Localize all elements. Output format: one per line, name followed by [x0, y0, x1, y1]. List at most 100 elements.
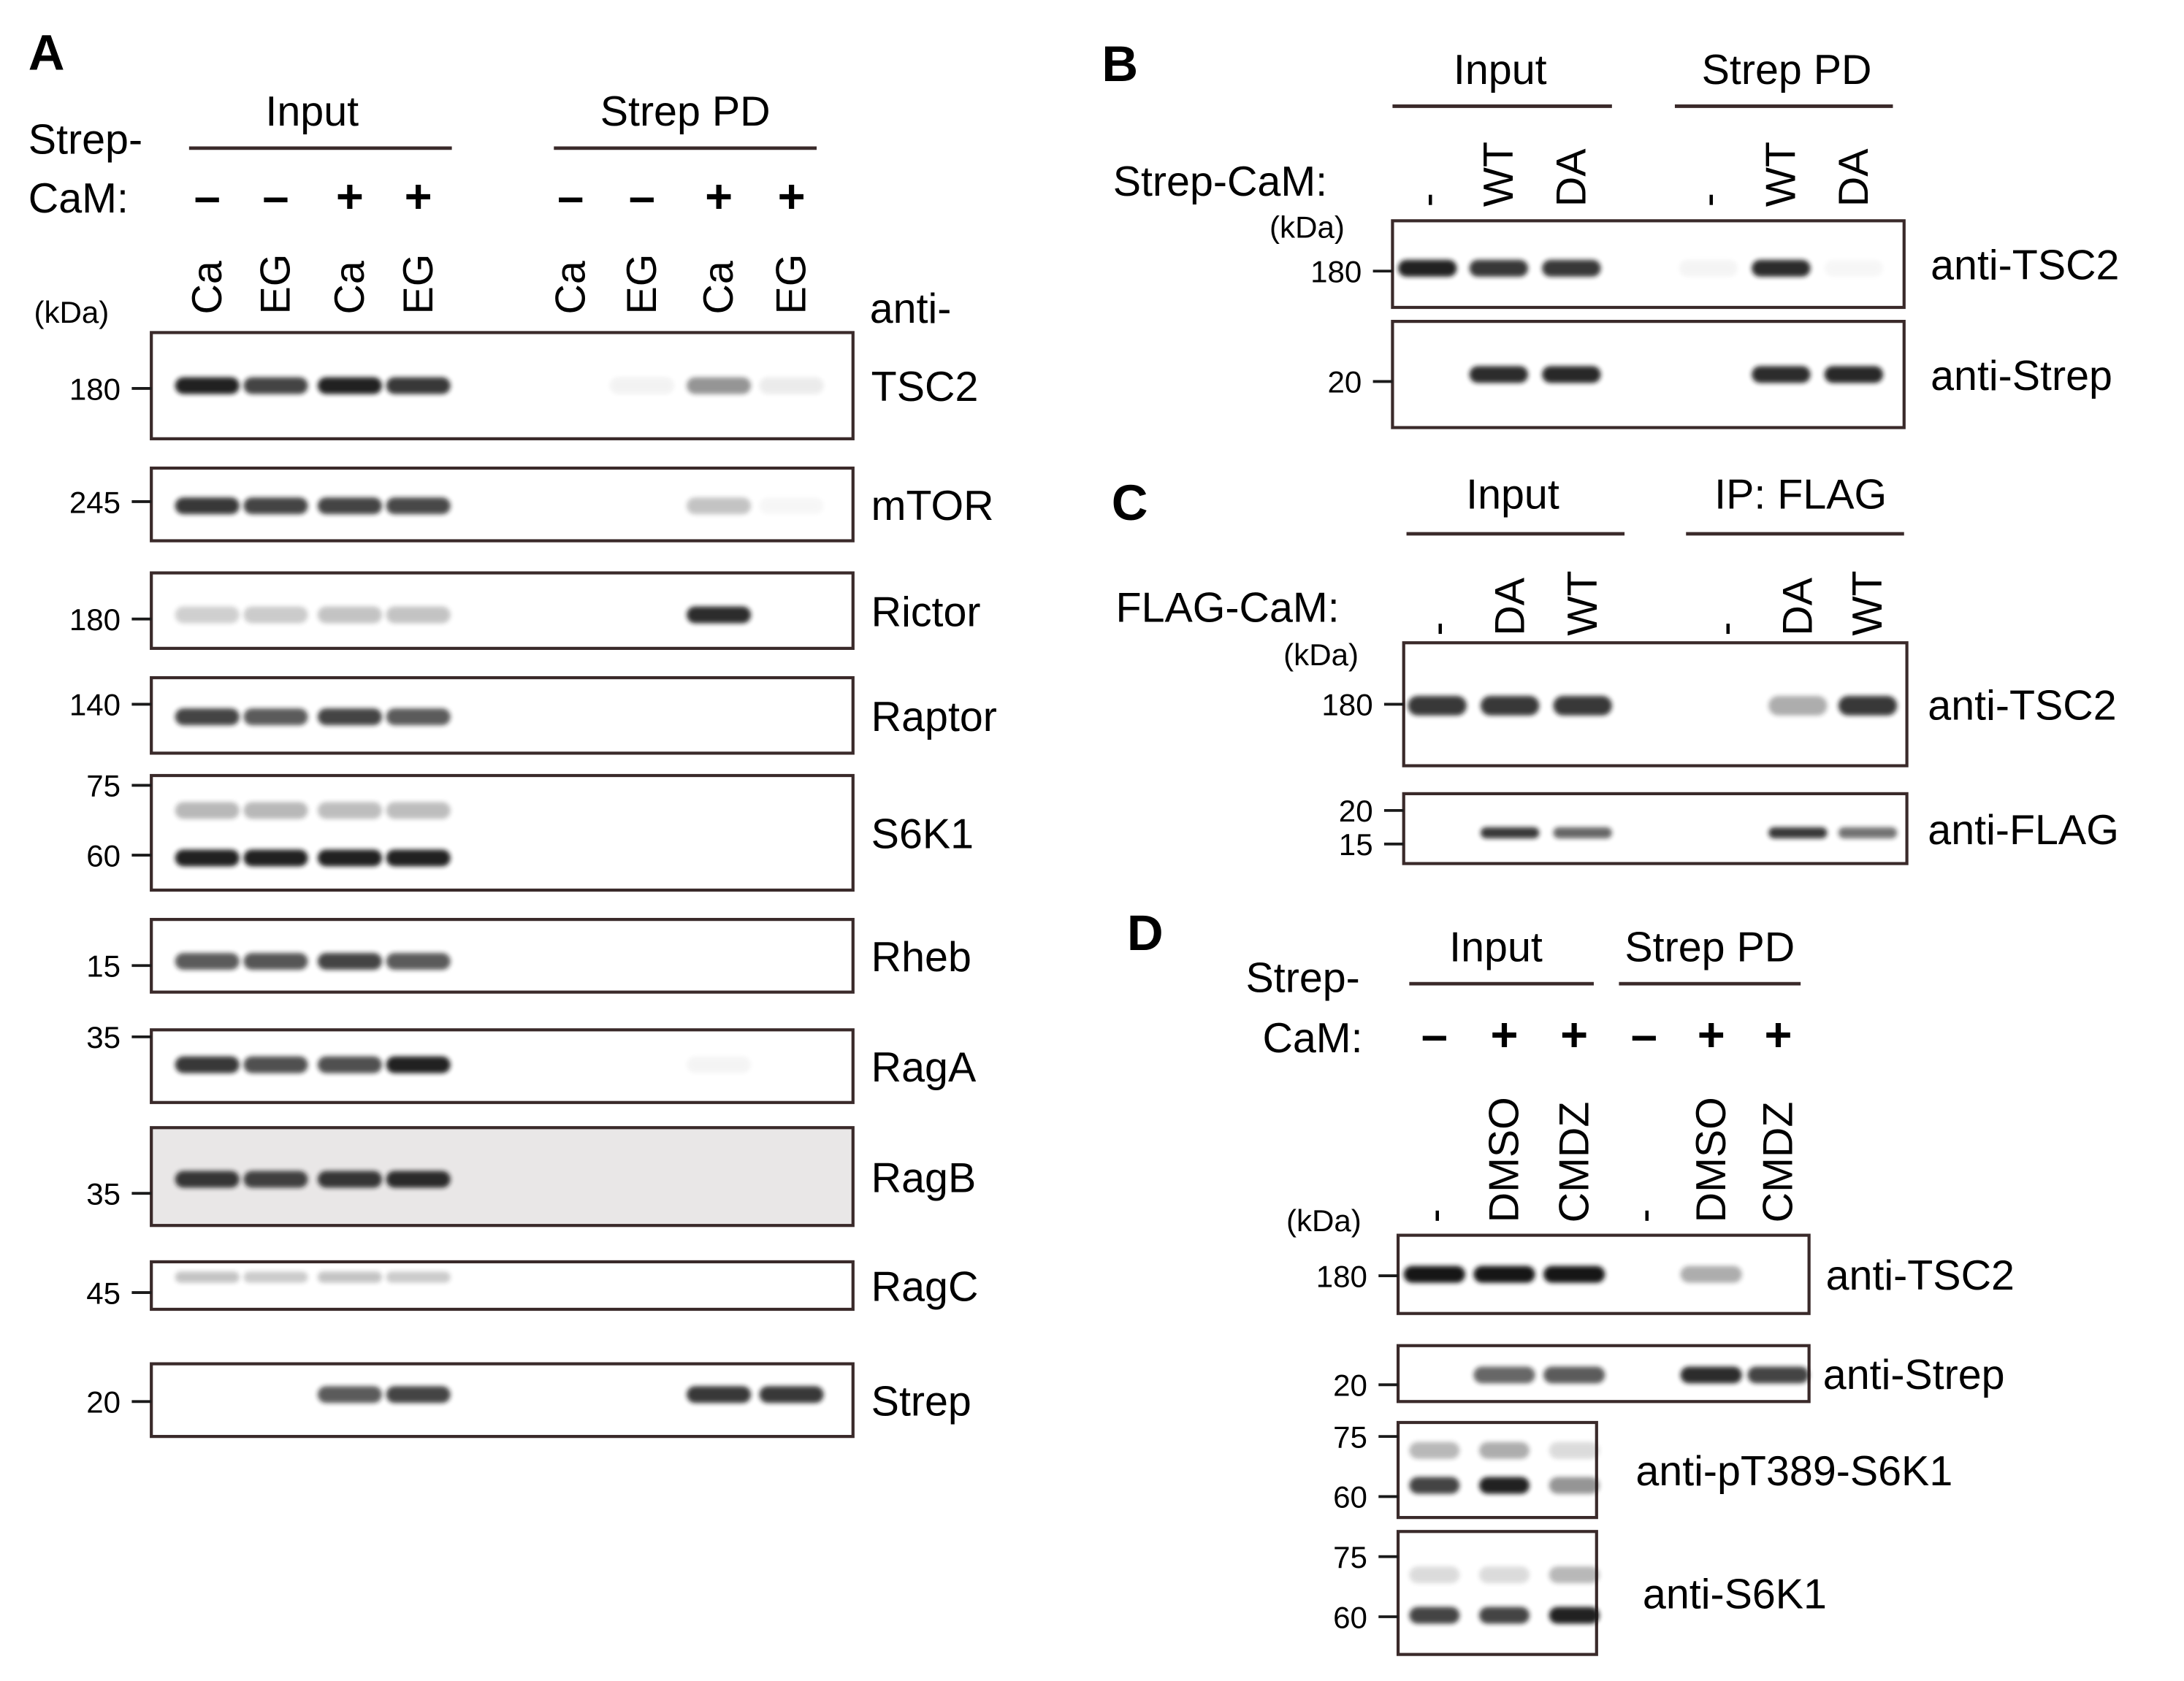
panel-a-signs: ––++––++ [194, 169, 806, 223]
blot-c-anti-tsc2-band [1408, 695, 1467, 716]
blot-a-strep-band [317, 1386, 382, 1404]
panel-b-group-strep-pd: Strep PD [1702, 47, 1872, 93]
blot-a-raptor-band [386, 708, 451, 726]
panel-c-row-label: FLAG-CaM: [1116, 585, 1340, 632]
blot-a-raga-marker-label: 35 [86, 1020, 121, 1054]
blot-a-mtor-label: mTOR [871, 483, 994, 529]
panel-d-sign-2: + [1490, 1008, 1518, 1061]
blot-a-s6k1-band [386, 802, 451, 819]
blot-d-anti-strep-band [1473, 1366, 1535, 1384]
blot-d-anti-tsc2-band [1403, 1265, 1465, 1283]
panel-a-sign-2: – [262, 169, 289, 223]
blot-a-rheb-band [175, 953, 240, 970]
panel-a-row-label-strep: Strep- [28, 116, 142, 163]
panel-b-lane-2: WT [1475, 142, 1522, 207]
blot-b-anti-strep-band [1824, 366, 1884, 383]
panel-a-kda-label: (kDa) [34, 295, 109, 329]
panel-b-row-label: Strep-CaM: [1113, 158, 1327, 205]
blot-c-anti-flag-frame [1402, 792, 1909, 865]
panel-a-sign-8: + [778, 169, 806, 223]
panel-c-lane-1: - [1414, 622, 1461, 636]
panel-d-lane-2: DMSO [1481, 1097, 1528, 1222]
blot-b-anti-tsc2-band [1542, 259, 1601, 277]
panel-d-signs: –++–++ [1421, 1008, 1792, 1061]
blot-a-rheb-band [243, 953, 308, 970]
blot-a-strep-band [687, 1386, 752, 1404]
blot-d-anti-tsc2-band [1543, 1265, 1605, 1283]
blot-c-anti-flag-band [1838, 827, 1898, 839]
blot-a-raptor-band [317, 708, 382, 726]
blot-c-anti-flag-marker-label: 15 [1339, 827, 1373, 862]
blot-a-ragb-marker-label: 35 [86, 1176, 121, 1211]
blot-a-tsc2-band [317, 377, 382, 394]
panel-d-row-label-cam: CaM: [1262, 1015, 1362, 1062]
blot-a-raptor-band [175, 708, 240, 726]
blot-c-anti-flag-marker-label: 20 [1339, 794, 1373, 828]
blot-a-s6k1-band [317, 849, 382, 867]
panel-b-kda-label: (kDa) [1269, 210, 1345, 244]
blot-a-rheb-band [317, 953, 382, 970]
panel-a-sign-1: – [194, 169, 221, 223]
panel-d-lane-3: CMDZ [1551, 1102, 1597, 1223]
blot-a-raga-band [317, 1056, 382, 1073]
blot-c-anti-tsc2-band [1768, 695, 1828, 716]
blot-a-strep-label: Strep [871, 1378, 971, 1425]
blot-a-s6k1-band [386, 849, 451, 867]
blot-a-ragc-frame [150, 1260, 855, 1312]
blot-b-anti-tsc2-band [1752, 259, 1811, 277]
blot-a-rheb-label: Rheb [871, 934, 971, 981]
blot-a-rictor-band [317, 606, 382, 624]
blot-c-anti-tsc2-band [1838, 695, 1898, 716]
blot-c-anti-tsc2-marker-label: 180 [1321, 688, 1372, 722]
blot-b-anti-tsc2-band [1469, 259, 1529, 277]
panel-c-label: C [1112, 475, 1148, 531]
blot-d-anti-tsc2-band [1473, 1265, 1535, 1283]
blot-a-tsc2-band [609, 377, 674, 394]
panel-a-lane-1: Ca [184, 261, 231, 314]
panel-b-lane-4: - [1685, 193, 1732, 207]
panel-d-row-label-strep: Strep- [1245, 955, 1359, 1002]
blot-a-rictor-label: Rictor [871, 589, 981, 635]
blot-a-ragb-band [243, 1171, 308, 1188]
panel-a-lane-5: Ca [547, 261, 594, 314]
blot-a-rictor: 180 Rictor [69, 571, 981, 650]
blot-b-anti-strep-band [1542, 366, 1601, 383]
blot-a-raptor-marker-label: 140 [69, 688, 121, 722]
blot-d-anti-tsc2-band [1680, 1265, 1742, 1283]
blot-d-anti-s6k1-marker-label: 75 [1333, 1540, 1367, 1574]
panel-c-kda-label: (kDa) [1283, 637, 1359, 672]
blot-d-anti-pt389-s6k1-band [1479, 1477, 1530, 1494]
blot-d-anti-s6k1-band [1409, 1607, 1460, 1624]
panel-d-lane-6: CMDZ [1755, 1102, 1802, 1223]
blot-d-anti-strep-marker-label: 20 [1333, 1368, 1367, 1403]
blot-d-anti-strep-label: anti-Strep [1823, 1352, 2005, 1398]
panel-d-group-input: Input [1449, 924, 1543, 971]
blot-d-anti-s6k1-band [1549, 1566, 1600, 1584]
blot-a-mtor-marker-label: 245 [69, 485, 121, 519]
blot-b-anti-strep-marker-label: 20 [1328, 365, 1362, 399]
panel-d-sign-5: + [1698, 1008, 1725, 1061]
panel-a-group-strep-pd: Strep PD [600, 88, 771, 135]
blot-d-anti-pt389-s6k1-marker-label: 60 [1333, 1480, 1367, 1515]
panel-d-lane-5: DMSO [1688, 1097, 1735, 1222]
blot-a-s6k1-marker-label: 60 [86, 838, 121, 873]
blot-a-tsc2-band [386, 377, 451, 394]
panel-a-lane-2: EG [253, 254, 299, 315]
panel-a-label: A [28, 25, 65, 81]
blot-d-anti-strep: 20 anti-Strep [1333, 1344, 2005, 1404]
panel-a-sign-4: + [405, 169, 432, 223]
panel-c-lane-2: DA [1486, 577, 1533, 635]
blot-a-raga-band [687, 1056, 752, 1073]
panel-a-lane-4: EG [395, 254, 442, 315]
blot-d-anti-pt389-s6k1-band [1409, 1441, 1460, 1459]
blot-a-rictor-marker-label: 180 [69, 602, 121, 637]
panel-b-lane-6: DA [1830, 148, 1877, 207]
